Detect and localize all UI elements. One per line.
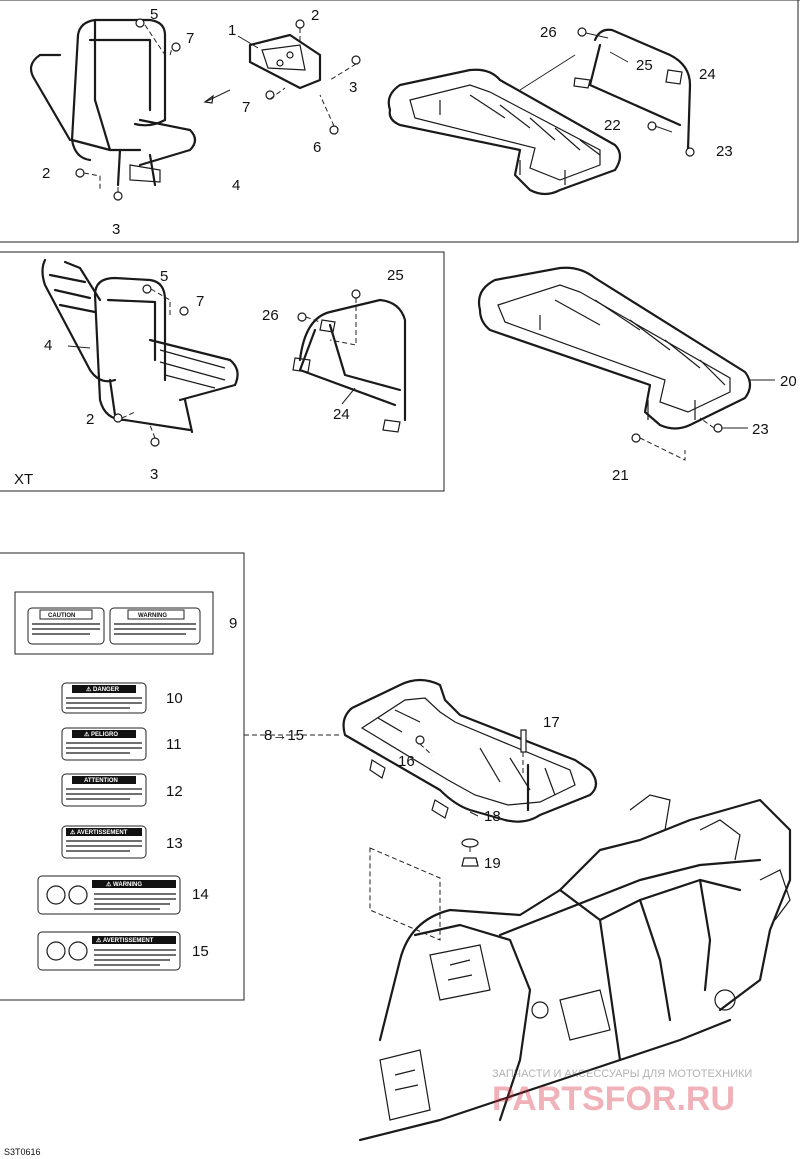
svg-text:⚠ PELIGRO: ⚠ PELIGRO bbox=[84, 731, 118, 738]
callout-14: 14 bbox=[192, 886, 209, 903]
callout-2b: 2 bbox=[42, 165, 50, 182]
callout-8-15: 8→15 bbox=[264, 727, 304, 744]
callout-19: 19 bbox=[484, 855, 501, 872]
rear-rack-bottom bbox=[262, 678, 598, 867]
label-15: ⚠ AVERTISSEMENT bbox=[37, 931, 181, 971]
callout-10: 10 bbox=[166, 690, 183, 707]
rear-support-top bbox=[573, 27, 695, 157]
callout-25-xt: 25 bbox=[387, 267, 404, 284]
callout-24-xt: 24 bbox=[333, 406, 350, 423]
callout-24: 24 bbox=[699, 66, 716, 83]
vehicle-frame bbox=[358, 794, 792, 1142]
callout-2-xt: 2 bbox=[86, 411, 94, 428]
callout-5-xt: 5 bbox=[160, 268, 168, 285]
callout-7: 7 bbox=[186, 30, 194, 47]
callouts-top: 5 7 1 2 3 7 6 2 4 3 26 25 24 22 23 bbox=[42, 6, 733, 238]
callout-26-xt: 26 bbox=[262, 307, 279, 324]
rear-support-xt bbox=[292, 289, 407, 433]
svg-text:⚠ DANGER: ⚠ DANGER bbox=[86, 686, 120, 693]
callout-3-xt: 3 bbox=[150, 466, 158, 483]
callout-23-xt: 23 bbox=[752, 421, 769, 438]
xt-panel: XT bbox=[0, 251, 445, 492]
label-13: ⚠ AVERTISSEMENT bbox=[61, 825, 147, 859]
svg-text:ATTENTION: ATTENTION bbox=[84, 778, 118, 784]
callout-1: 1 bbox=[228, 22, 236, 39]
svg-text:⚠ WARNING: ⚠ WARNING bbox=[106, 881, 142, 888]
label-12: ATTENTION bbox=[61, 773, 147, 807]
labels-panel bbox=[0, 552, 262, 1001]
callout-4: 4 bbox=[232, 177, 240, 194]
callout-15: 15 bbox=[192, 943, 209, 960]
callout-12: 12 bbox=[166, 783, 183, 800]
diagram-code: S3T0616 bbox=[4, 1147, 41, 1157]
callout-9: 9 bbox=[229, 615, 237, 632]
svg-text:PARTSFOR.RU: PARTSFOR.RU bbox=[492, 1080, 735, 1118]
callouts-bottom: 9 10 11 12 13 14 15 8→15 16 17 18 19 bbox=[166, 615, 560, 960]
label-9: CAUTION WARNING bbox=[14, 591, 214, 655]
callout-7b: 7 bbox=[242, 99, 250, 116]
callout-17: 17 bbox=[543, 714, 560, 731]
watermark: ЗАПЧАСТИ И АКСЕССУАРЫ ДЛЯ МОТОТЕХНИКИ PA… bbox=[492, 1068, 752, 1118]
front-bumper-xt bbox=[41, 258, 239, 447]
top-hardware bbox=[75, 18, 361, 201]
callout-20: 20 bbox=[780, 373, 797, 390]
callout-13: 13 bbox=[166, 835, 183, 852]
callout-11: 11 bbox=[166, 736, 182, 753]
svg-text:ЗАПЧАСТИ И АКСЕССУАРЫ ДЛЯ МОТО: ЗАПЧАСТИ И АКСЕССУАРЫ ДЛЯ МОТОТЕХНИКИ bbox=[492, 1068, 752, 1080]
svg-text:⚠ AVERTISSEMENT: ⚠ AVERTISSEMENT bbox=[96, 937, 154, 944]
callout-23: 23 bbox=[716, 143, 733, 160]
label-14: ⚠ WARNING bbox=[37, 875, 181, 915]
callout-3: 3 bbox=[349, 79, 357, 96]
top-panel bbox=[0, 0, 800, 243]
svg-text:CAUTION: CAUTION bbox=[48, 613, 75, 619]
callout-6: 6 bbox=[313, 139, 321, 156]
callout-22: 22 bbox=[604, 117, 621, 134]
callout-2: 2 bbox=[311, 7, 319, 24]
svg-text:⚠ AVERTISSEMENT: ⚠ AVERTISSEMENT bbox=[70, 829, 128, 836]
callout-7-xt: 7 bbox=[196, 293, 204, 310]
label-11: ⚠ PELIGRO bbox=[61, 727, 147, 761]
callout-21: 21 bbox=[612, 467, 629, 484]
callout-5: 5 bbox=[150, 6, 158, 23]
callout-4-xt: 4 bbox=[44, 337, 52, 354]
label-10: ⚠ DANGER bbox=[61, 682, 147, 714]
support-bracket bbox=[237, 33, 322, 90]
callout-3b: 3 bbox=[112, 221, 120, 238]
rear-rack-top bbox=[387, 54, 622, 196]
rear-rack-xt bbox=[477, 266, 775, 461]
variant-label: XT bbox=[14, 471, 33, 488]
callout-26: 26 bbox=[540, 24, 557, 41]
callout-25: 25 bbox=[636, 57, 653, 74]
front-bumper-top bbox=[29, 18, 197, 187]
callouts-xt: 5 7 4 2 3 25 26 24 20 23 21 bbox=[44, 267, 797, 484]
svg-text:WARNING: WARNING bbox=[138, 613, 167, 619]
